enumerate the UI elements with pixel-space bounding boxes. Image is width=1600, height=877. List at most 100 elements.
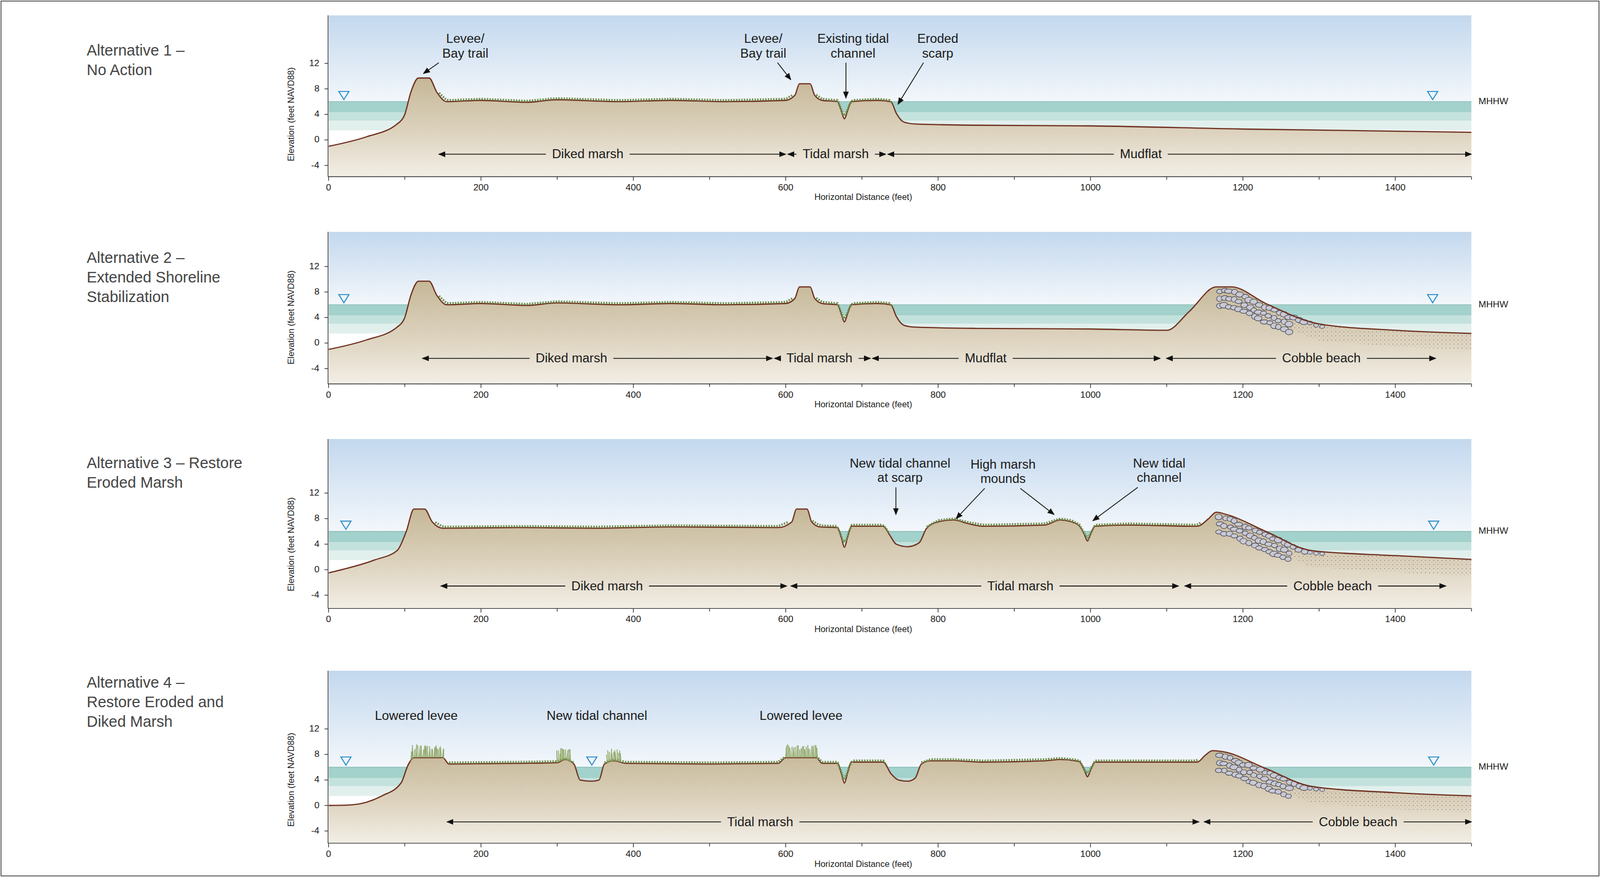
tick-mark: [404, 608, 406, 612]
y-axis: [327, 231, 329, 384]
zone-arrow: [1377, 585, 1446, 587]
tick-label: 8: [314, 83, 320, 95]
grass-blade: [785, 746, 787, 758]
ground: [328, 78, 1471, 177]
tick-label: 1000: [1080, 848, 1101, 860]
zone-arrow: [422, 357, 530, 360]
cobble: [1251, 772, 1257, 778]
callout-label: Lowered levee: [759, 707, 843, 723]
tick-label: 1200: [1232, 182, 1254, 193]
tick-label: 4: [314, 538, 320, 550]
grass-blade: [814, 745, 816, 758]
zone-arrow: [440, 585, 566, 587]
tick-mark: [328, 176, 329, 181]
water-level-symbol: [1427, 294, 1438, 303]
tick-label: 800: [930, 613, 946, 625]
tick-label: 800: [930, 389, 946, 401]
tick-mark: [709, 383, 710, 388]
tick-mark: [328, 383, 329, 389]
tick-mark: [1014, 383, 1015, 388]
grass-blade: [812, 745, 814, 758]
tick-label: 1400: [1385, 613, 1406, 625]
tick-mark: [324, 543, 329, 545]
tick-mark: [861, 842, 862, 847]
tick-mark: [1394, 608, 1396, 613]
zone-arrow: [1166, 357, 1276, 360]
tick-mark: [938, 383, 939, 389]
tick-label: -4: [311, 363, 320, 374]
x-axis: [327, 608, 1471, 609]
tick-mark: [480, 176, 482, 181]
grass-blade: [787, 743, 789, 758]
axis-title: Horizontal Distance (feet): [814, 858, 913, 869]
axis-title: Elevation (feet NAVD88): [286, 270, 297, 365]
cobble: [1319, 551, 1325, 556]
leader-line: [1092, 486, 1138, 521]
zone-label: Diked marsh: [535, 351, 608, 366]
grass-blade: [794, 746, 796, 758]
cobble: [1220, 522, 1228, 529]
sky: [328, 670, 1471, 767]
zone-label: Mudflat: [1119, 146, 1162, 162]
tick-mark: [785, 176, 786, 181]
grass-blade: [816, 747, 818, 759]
grass-blade: [619, 752, 622, 762]
tick-mark: [324, 265, 329, 267]
zone-arrow: [774, 357, 781, 360]
cobbles: [1216, 288, 1325, 335]
marsh-vegetation: [926, 518, 1202, 538]
leader-line: [777, 62, 792, 80]
tick-mark: [632, 842, 634, 848]
plot-area: [328, 231, 1471, 384]
zone-label: Tidal marsh: [786, 351, 853, 366]
grass-blade: [613, 751, 615, 761]
zone-arrow: [787, 153, 797, 155]
cobble: [1240, 769, 1247, 775]
tick-label: 600: [778, 613, 794, 625]
tick-mark: [1470, 608, 1472, 612]
tick-mark: [324, 728, 329, 729]
ground-profile: [328, 281, 1471, 350]
zone-arrow: [858, 357, 871, 360]
sky: [328, 231, 1471, 305]
axis-title: Elevation (feet NAVD88): [286, 497, 297, 591]
water-level-label: MHHW: [1478, 96, 1508, 107]
grass-blade: [811, 746, 813, 758]
tick-mark: [632, 176, 634, 181]
tick-label: 400: [625, 613, 641, 625]
cobble: [1284, 321, 1293, 328]
panel-title: Alternative 3 – Restore Eroded Marsh: [86, 453, 255, 493]
marsh-vegetation: [921, 758, 1200, 772]
zone-label: Cobble beach: [1293, 578, 1373, 594]
panel-illustration: [324, 670, 1472, 848]
tick-label: 0: [314, 337, 320, 348]
tick-mark: [785, 842, 786, 848]
sky: [328, 15, 1471, 102]
grass-blade: [805, 746, 807, 758]
sand-stipple: [1238, 291, 1471, 351]
panel-title: Alternative 1 – No Action: [86, 40, 208, 80]
marsh-vegetation: [604, 757, 785, 763]
tick-label: 12: [309, 487, 320, 499]
zone-label: Cobble beach: [1318, 814, 1398, 830]
tick-label: 1200: [1232, 613, 1254, 625]
tick-mark: [938, 608, 939, 613]
tick-label: 600: [778, 182, 794, 193]
grass-blade: [435, 745, 437, 758]
grass-blade: [425, 745, 427, 758]
tick-mark: [1242, 608, 1244, 613]
callout-label: New tidal channel at scarp: [842, 455, 958, 485]
grass-blade: [424, 745, 425, 758]
grass-blade: [412, 745, 414, 759]
tick-mark: [324, 62, 329, 64]
cobble: [1215, 513, 1222, 520]
grass-blade: [610, 748, 613, 762]
tick-mark: [1166, 608, 1167, 612]
tick-mark: [556, 176, 558, 180]
grass-blade: [614, 751, 616, 762]
zone-arrow: [446, 821, 721, 823]
grass-blade: [419, 749, 421, 758]
zone-arrow: [1366, 357, 1436, 360]
